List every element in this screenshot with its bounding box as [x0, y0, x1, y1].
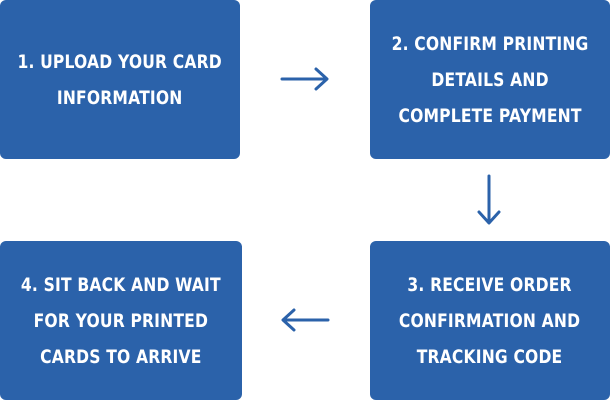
step-3-box: 3. Receive order confirmation and tracki… — [370, 241, 610, 400]
step-3-text: 3. Receive order confirmation and tracki… — [399, 267, 580, 375]
step-1-text: 1. Upload your card information — [18, 44, 222, 116]
arrow-down-icon — [477, 174, 501, 225]
step-2-text: 2. Confirm printing details and complete… — [392, 26, 589, 134]
step-4-line-1: 4. Sit back and wait — [21, 273, 221, 296]
step-1-line-2: information — [57, 86, 183, 109]
step-4-text: 4. Sit back and wait for your printed ca… — [21, 267, 221, 375]
step-3-line-1: 3. Receive order — [407, 273, 573, 296]
arrow-left-icon — [281, 308, 330, 332]
step-2-line-2: details and — [431, 68, 549, 91]
step-4-line-2: for your printed — [33, 309, 209, 332]
step-2-line-3: complete payment — [398, 104, 582, 127]
step-4-box: 4. Sit back and wait for your printed ca… — [0, 241, 242, 400]
step-1-box: 1. Upload your card information — [0, 0, 240, 159]
step-2-line-1: 2. Confirm printing — [391, 32, 589, 55]
step-4-line-3: cards to arrive — [40, 345, 202, 368]
step-1-line-1: 1. Upload your card — [17, 50, 223, 73]
step-3-line-3: tracking code — [417, 345, 563, 368]
step-2-box: 2. Confirm printing details and complete… — [370, 0, 610, 159]
step-3-line-2: confirmation and — [399, 309, 581, 332]
arrow-right-icon — [280, 67, 329, 91]
